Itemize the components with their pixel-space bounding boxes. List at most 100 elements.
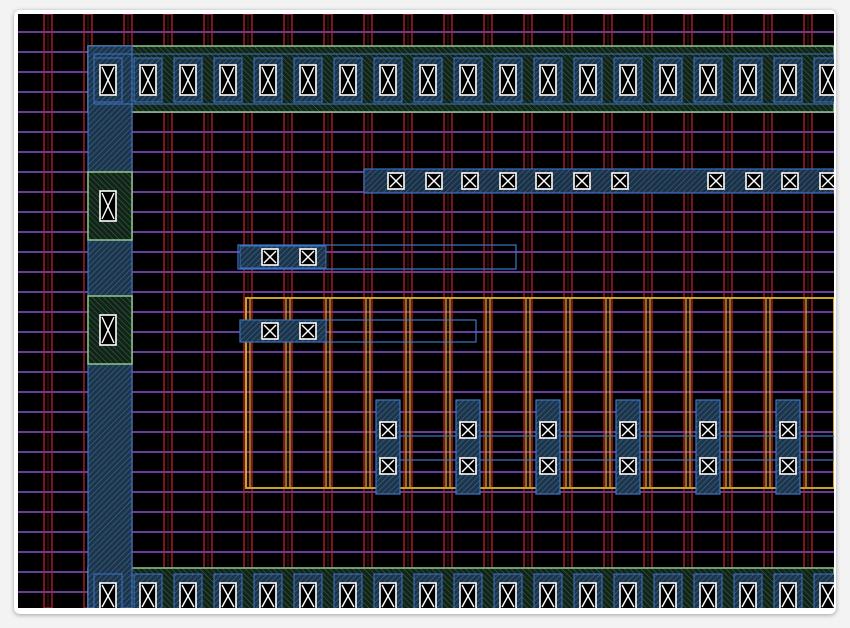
diffusion-finger (329, 297, 367, 489)
contact-x-icon (535, 172, 553, 190)
contact-x-icon (659, 582, 677, 608)
contact-x-icon (819, 582, 834, 608)
contact-cross-b (541, 459, 555, 473)
contact-cross-b (501, 66, 515, 94)
contact-cross-b (581, 584, 595, 608)
contact-x-icon (339, 582, 357, 608)
contact-cross-b (747, 174, 761, 188)
diffusion-finger (409, 297, 447, 489)
contact-cross-b (341, 66, 355, 94)
poly-line (723, 14, 733, 608)
contact-x-icon (459, 457, 477, 475)
contact-x-icon (499, 64, 517, 96)
contact-cross-b (381, 459, 395, 473)
contact-cross-b (621, 423, 635, 437)
contact-x-icon (499, 172, 517, 190)
contact-x-icon (745, 172, 763, 190)
contact-cross-b (621, 66, 635, 94)
poly-line (283, 14, 293, 608)
contact-cross-b (781, 66, 795, 94)
poly-line (803, 14, 813, 608)
contact-cross-b (621, 459, 635, 473)
contact-x-icon (261, 322, 279, 340)
contact-x-icon (611, 172, 629, 190)
contact-x-icon (419, 582, 437, 608)
contact-cross-b (301, 324, 315, 338)
contact-cross-b (101, 192, 115, 220)
poly-line (323, 14, 333, 608)
contact-x-icon (699, 64, 717, 96)
contact-x-icon (99, 314, 117, 346)
poly-line (603, 14, 613, 608)
contact-x-icon (379, 582, 397, 608)
contact-x-icon (259, 582, 277, 608)
contact-x-icon (299, 64, 317, 96)
contact-cross-b (181, 66, 195, 94)
contact-x-icon (819, 64, 834, 96)
contacts (99, 64, 834, 608)
contact-cross-b (301, 584, 315, 608)
contact-x-icon (179, 64, 197, 96)
contact-cross-b (541, 423, 555, 437)
contact-x-icon (299, 248, 317, 266)
contact-cross-b (701, 66, 715, 94)
contact-x-icon (219, 582, 237, 608)
poly-line (643, 14, 653, 608)
contact-x-icon (699, 421, 717, 439)
contact-x-icon (573, 172, 591, 190)
contact-x-icon (259, 64, 277, 96)
contact-cross-b (427, 174, 441, 188)
contact-cross-b (575, 174, 589, 188)
contact-cross-b (301, 66, 315, 94)
gate-contact-column (535, 399, 561, 495)
contact-cross-b (181, 584, 195, 608)
contact-x-icon (539, 64, 557, 96)
contact-x-icon (299, 582, 317, 608)
contact-x-icon (819, 172, 834, 190)
contact-box (819, 64, 834, 96)
contact-x-icon (619, 582, 637, 608)
contact-cross-b (701, 584, 715, 608)
contact-cross-b (501, 584, 515, 608)
diffusion-finger (649, 297, 687, 489)
contact-row-bands (87, 45, 834, 608)
contact-x-icon (739, 582, 757, 608)
contact-cross-b (541, 66, 555, 94)
contact-cross-b (261, 66, 275, 94)
contact-x-icon (419, 64, 437, 96)
contact-x-icon (339, 64, 357, 96)
contact-cross-b (781, 584, 795, 608)
contact-cross-b (461, 66, 475, 94)
contact-x-icon (579, 582, 597, 608)
contact-x-icon (379, 457, 397, 475)
contact-x-icon (379, 64, 397, 96)
diffusion-finger (729, 297, 767, 489)
poly-line (483, 14, 493, 608)
contact-x-icon (99, 582, 117, 608)
contact-x-icon (539, 582, 557, 608)
diffusion-finger (489, 297, 527, 489)
poly-line (683, 14, 693, 608)
contact-cross-b (101, 66, 115, 94)
contact-cross-b (141, 584, 155, 608)
contact-x-icon (99, 64, 117, 96)
poly-line (563, 14, 573, 608)
contact-cross-b (701, 423, 715, 437)
contact-x-icon (499, 582, 517, 608)
poly-line (43, 14, 53, 608)
contact-cross-b (421, 584, 435, 608)
layout-view (18, 14, 834, 608)
contact-x-icon (179, 582, 197, 608)
contact-cross-b (221, 584, 235, 608)
diffusion-finger (289, 297, 327, 489)
poly-line (403, 14, 413, 608)
contact-cross-b (781, 423, 795, 437)
contact-x-icon (707, 172, 725, 190)
gate-contact-column (695, 399, 721, 495)
contact-x-icon (739, 64, 757, 96)
contact-x-icon (659, 64, 677, 96)
contact-cross-b (621, 584, 635, 608)
diffusion-finger (569, 297, 607, 489)
contact-cross-b (613, 174, 627, 188)
small-metal-strip (237, 244, 517, 270)
